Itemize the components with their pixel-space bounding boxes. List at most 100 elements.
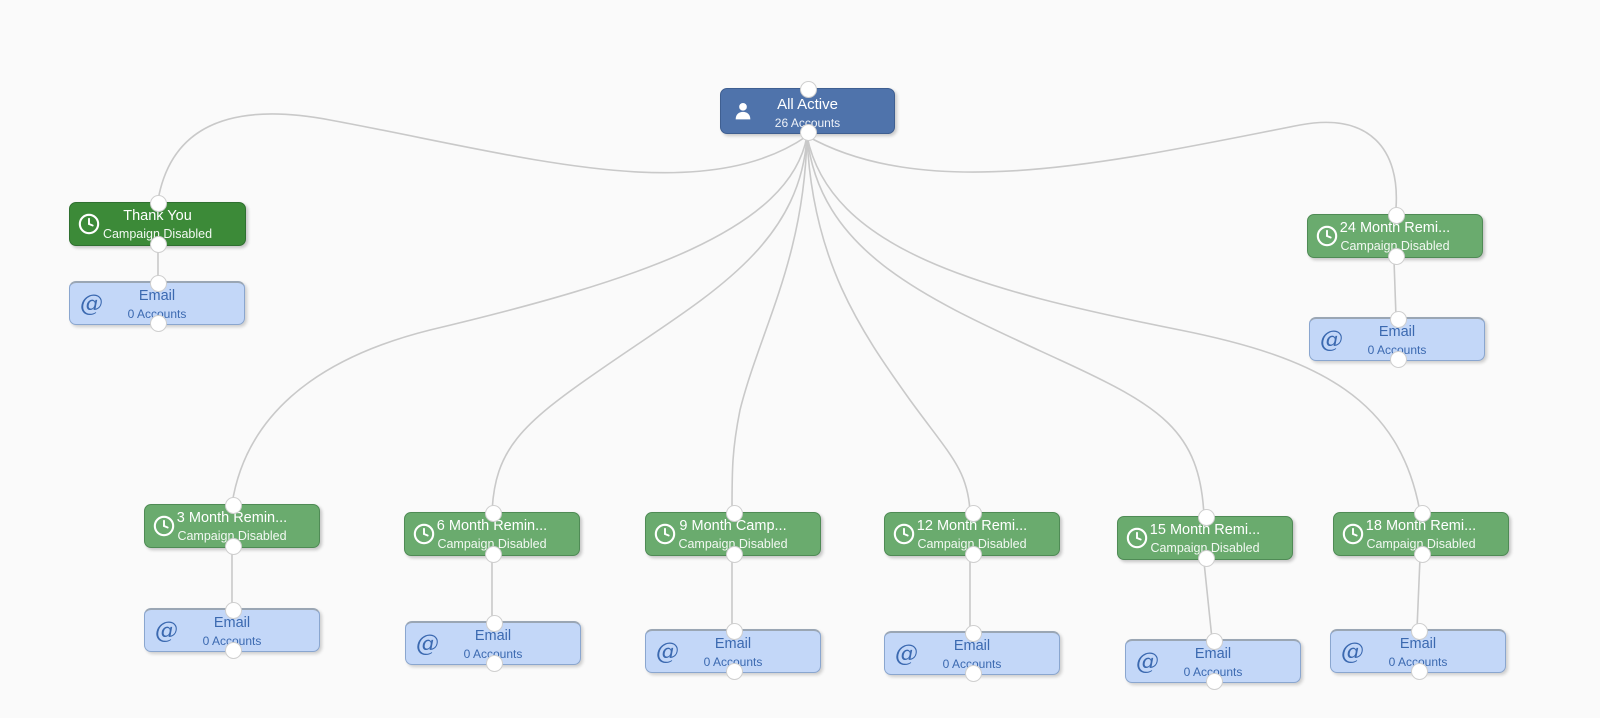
clock-icon [893, 523, 915, 545]
edge-root-to-3month [231, 135, 808, 505]
node-all-active-title: All Active [777, 96, 838, 113]
node-9-month-camp-bottom-handle[interactable] [725, 546, 743, 563]
at-icon: @ [895, 640, 918, 667]
node-thank-you-bottom-handle[interactable] [150, 236, 167, 253]
node-3-month-remin-title: 3 Month Remin... [176, 510, 288, 526]
node-24-month-remi-bottom-handle[interactable] [1387, 248, 1405, 265]
node-12-month-remi-title: 12 Month Remi... [916, 518, 1028, 534]
node-24-month-remi-email-top-handle[interactable] [1389, 311, 1407, 328]
edge-18month-to-email [1416, 557, 1421, 630]
clock-icon [153, 515, 175, 537]
at-icon: @ [1341, 638, 1364, 665]
node-all-active-top-handle[interactable] [800, 81, 817, 98]
node-15-month-remi-email[interactable]: @ Email 0 Accounts [1125, 633, 1301, 690]
node-9-month-camp-email-title: Email [714, 636, 752, 652]
node-6-month-remin-email-top-handle[interactable] [485, 615, 503, 632]
node-thank-you-subtitle: Campaign Disabled [102, 226, 213, 241]
node-18-month-remi-email-subtitle: 0 Accounts [1388, 654, 1448, 669]
node-thank-you-email-bottom-handle[interactable] [149, 315, 167, 332]
edge-24month-to-email [1393, 259, 1397, 318]
node-12-month-remi-email-bottom-handle[interactable] [964, 665, 982, 682]
node-15-month-remi-top-handle[interactable] [1197, 509, 1215, 526]
clock-icon [78, 213, 100, 235]
node-9-month-camp-top-handle[interactable] [725, 505, 743, 522]
node-thank-you-title: Thank You [123, 208, 192, 224]
node-3-month-remin-email-title: Email [213, 615, 251, 631]
node-3-month-remin[interactable]: 3 Month Remin...Campaign Disabled [144, 497, 320, 555]
node-9-month-camp[interactable]: 9 Month Camp...Campaign Disabled [645, 505, 821, 563]
node-thank-you-email-top-handle[interactable] [149, 275, 167, 292]
node-12-month-remi-email[interactable]: @ Email 0 Accounts [884, 625, 1060, 682]
node-12-month-remi[interactable]: 12 Month Remi... Campaign Disabled [884, 505, 1060, 563]
node-6-month-remin-title: 6 Month Remin... [436, 518, 548, 534]
node-18-month-remi-email-title: Email [1399, 636, 1437, 652]
clock-icon [1126, 527, 1148, 549]
person-icon [733, 100, 753, 122]
node-9-month-camp-title: 9 Month Camp... [679, 518, 787, 534]
node-24-month-remi[interactable]: 24 Month Remi...Campaign Disabled [1307, 207, 1483, 265]
node-24-month-remi-email-bottom-handle[interactable] [1389, 351, 1407, 368]
node-12-month-remi-email-subtitle: 0 Accounts [942, 656, 1002, 671]
node-6-month-remin-bottom-handle[interactable] [484, 546, 502, 563]
at-icon: @ [416, 630, 439, 657]
node-18-month-remi-bottom-handle[interactable] [1413, 546, 1431, 563]
node-3-month-remin-email-bottom-handle[interactable] [224, 642, 242, 659]
node-3-month-remin-top-handle[interactable] [224, 497, 242, 514]
at-icon: @ [1136, 648, 1159, 675]
node-12-month-remi-subtitle: Campaign Disabled [917, 536, 1027, 551]
clock-icon [1316, 225, 1338, 247]
node-18-month-remi[interactable]: 18 Month Remi... Campaign Disabled [1333, 505, 1509, 563]
node-9-month-camp-email-top-handle[interactable] [725, 623, 743, 640]
node-9-month-camp-email-subtitle: 0 Accounts [703, 654, 763, 669]
node-3-month-remin-email-subtitle: 0 Accounts [202, 633, 262, 648]
at-icon: @ [155, 617, 178, 644]
node-18-month-remi-email-bottom-handle[interactable] [1410, 663, 1428, 680]
edge-root-to-9month [731, 135, 808, 513]
node-9-month-camp-email[interactable]: @ Email 0 Accounts [645, 623, 821, 680]
node-18-month-remi-email-top-handle[interactable] [1410, 623, 1428, 640]
node-6-month-remin-email[interactable]: @ Email 0 Accounts [405, 615, 581, 672]
edge-15month-to-email [1203, 561, 1213, 640]
node-all-active-bottom-handle[interactable] [800, 124, 817, 141]
node-thank-you-email-subtitle: 0 Accounts [127, 306, 187, 321]
node-15-month-remi-email-top-handle[interactable] [1205, 633, 1223, 650]
node-18-month-remi-subtitle: Campaign Disabled [1366, 536, 1476, 551]
node-15-month-remi-title: 15 Month Remi... [1149, 522, 1261, 538]
edge-root-to-15month [806, 135, 1205, 517]
node-12-month-remi-bottom-handle[interactable] [964, 546, 982, 563]
node-15-month-remi-email-bottom-handle[interactable] [1205, 673, 1223, 690]
node-12-month-remi-email-top-handle[interactable] [964, 625, 982, 642]
node-12-month-remi-email-title: Email [953, 638, 991, 654]
node-24-month-remi-top-handle[interactable] [1387, 207, 1405, 224]
node-6-month-remin[interactable]: 6 Month Remin... Campaign Disabled [404, 505, 580, 563]
node-12-month-remi-top-handle[interactable] [964, 505, 982, 522]
node-6-month-remin-email-title: Email [474, 628, 512, 644]
clock-icon [654, 523, 676, 545]
node-6-month-remin-subtitle: Campaign Disabled [437, 536, 547, 551]
node-18-month-remi-email[interactable]: @ Email 0 Accounts [1330, 623, 1506, 680]
node-thank-you-top-handle[interactable] [150, 195, 167, 212]
clock-icon [1342, 523, 1364, 545]
at-icon: @ [656, 638, 679, 665]
node-18-month-remi-top-handle[interactable] [1413, 505, 1431, 522]
node-15-month-remi-email-title: Email [1194, 646, 1232, 662]
node-6-month-remin-top-handle[interactable] [484, 505, 502, 522]
node-6-month-remin-email-subtitle: 0 Accounts [463, 646, 523, 661]
node-3-month-remin-email-top-handle[interactable] [224, 602, 242, 619]
node-15-month-remi[interactable]: 15 Month Remi... Campaign Disabled [1117, 509, 1293, 567]
node-15-month-remi-subtitle: Campaign Disabled [1150, 540, 1260, 555]
node-15-month-remi-bottom-handle[interactable] [1197, 550, 1215, 567]
edge-root-to-12month [806, 135, 971, 513]
node-3-month-remin-bottom-handle[interactable] [224, 538, 242, 555]
node-6-month-remin-email-bottom-handle[interactable] [485, 655, 503, 672]
node-18-month-remi-title: 18 Month Remi... [1365, 518, 1477, 534]
node-9-month-camp-email-bottom-handle[interactable] [725, 663, 743, 680]
node-3-month-remin-email[interactable]: @ Email 0 Accounts [144, 602, 320, 659]
node-15-month-remi-email-subtitle: 0 Accounts [1183, 664, 1243, 679]
clock-icon [413, 523, 435, 545]
